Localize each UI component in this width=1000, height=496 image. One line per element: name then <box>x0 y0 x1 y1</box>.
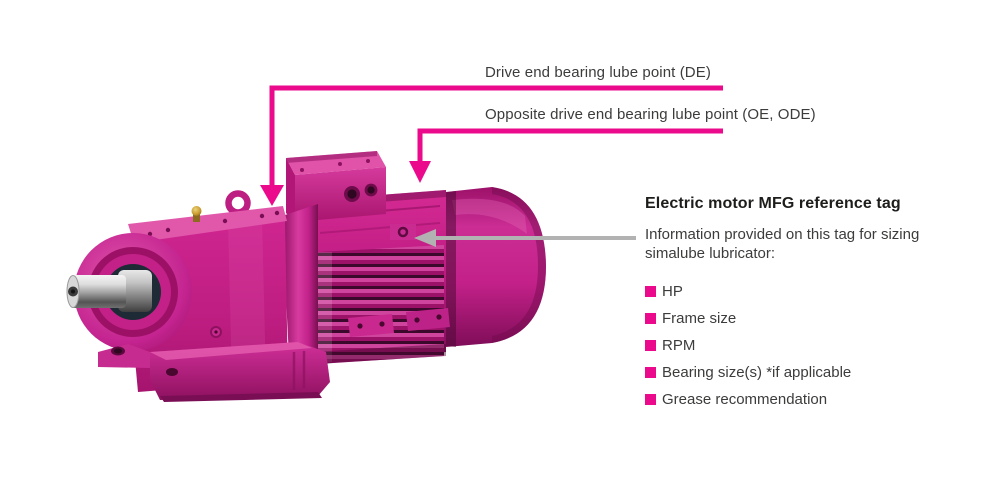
tag-info-item-label: Grease recommendation <box>662 391 828 408</box>
output-shaft <box>66 270 152 312</box>
motor-figure <box>66 151 546 402</box>
fan-cover <box>440 187 546 347</box>
adapter-flange <box>282 204 318 378</box>
reference-tag-heading: Electric motor MFG reference tag <box>645 195 901 212</box>
bullet-square-icon <box>645 286 656 297</box>
de-callout-arrow <box>260 85 723 206</box>
motor-lug <box>390 224 416 240</box>
bullet-square-icon <box>645 367 656 378</box>
reference-tag-description: Information provided on this tag for siz… <box>645 226 920 262</box>
tag-info-item: Grease recommendation <box>645 391 965 408</box>
ode-callout-arrow <box>409 128 723 183</box>
tag-info-item: RPM <box>645 337 965 354</box>
cooling-fins <box>318 245 444 364</box>
tag-info-item-label: HP <box>662 283 683 300</box>
grease-fitting <box>191 206 202 222</box>
bullet-square-icon <box>645 313 656 324</box>
tag-info-item: HP <box>645 283 965 300</box>
reference-tag-info: Electric motor MFG reference tag Informa… <box>645 195 965 419</box>
mounting-base <box>98 342 330 402</box>
tag-info-item-label: RPM <box>662 337 696 354</box>
de-callout-label: Drive end bearing lube point (DE) <box>485 64 711 81</box>
lifting-eye <box>225 190 251 216</box>
motor-body <box>312 190 450 364</box>
bullet-square-icon <box>645 394 656 405</box>
ode-callout-label: Opposite drive end bearing lube point (O… <box>485 106 816 123</box>
tag-info-item-label: Bearing size(s) *if applicable <box>662 364 852 381</box>
tag-info-list: HP Frame size RPM Bearing size(s) *if ap… <box>645 283 965 408</box>
tag-info-item-label: Frame size <box>662 310 737 327</box>
tag-pointer-arrow <box>414 229 636 247</box>
motor-feet <box>348 308 450 337</box>
tag-info-item: Bearing size(s) *if applicable <box>645 364 965 381</box>
bullet-square-icon <box>645 340 656 351</box>
tag-info-item: Frame size <box>645 310 965 327</box>
